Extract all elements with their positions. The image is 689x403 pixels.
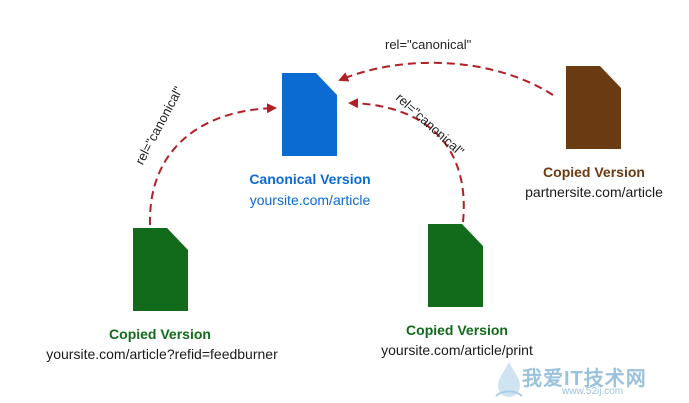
feedburner-url: yoursite.com/article?refid=feedburner	[46, 346, 278, 362]
brown-document-icon	[566, 66, 621, 149]
partner-url: partnersite.com/article	[525, 184, 663, 200]
arrow-feedburner-to-canonical	[148, 103, 277, 226]
green-document-icon	[133, 228, 188, 311]
watermark-logo: 我爱IT技术网 www.52ij.com	[495, 360, 680, 400]
canonical-title: Canonical Version	[249, 171, 371, 187]
partner-title: Copied Version	[543, 164, 645, 180]
canonical-url: yoursite.com/article	[249, 192, 371, 208]
arrow-print-to-canonical	[348, 98, 465, 223]
arrow-partner-to-canonical	[338, 61, 554, 96]
splash-icon	[495, 362, 523, 397]
print-title: Copied Version	[406, 322, 508, 338]
feedburner-title: Copied Version	[109, 326, 211, 342]
print-url: yoursite.com/article/print	[381, 342, 533, 358]
green-document-icon	[428, 224, 483, 307]
blue-document-icon	[282, 73, 337, 156]
watermark-url: www.52ij.com	[562, 386, 624, 397]
watermark-text: 我爱IT技术网	[522, 368, 647, 390]
rel-label-partner: rel="canonical"	[385, 37, 472, 52]
